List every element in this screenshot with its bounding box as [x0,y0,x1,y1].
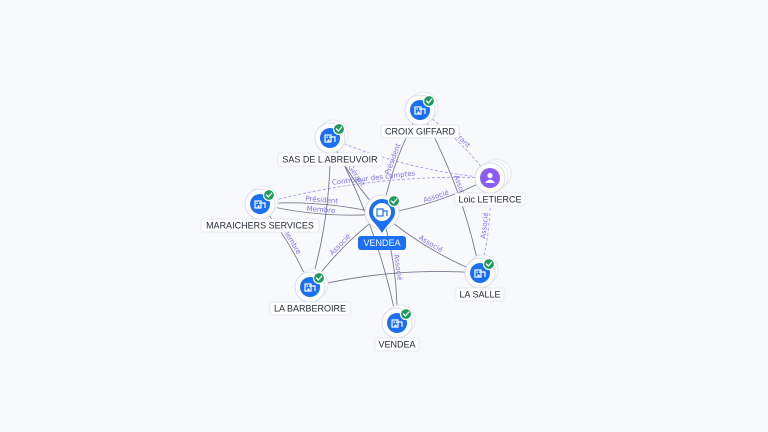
node-label: VENDEA [378,340,415,350]
building-icon [254,200,266,209]
node-label-box [277,152,383,167]
verified-badge-icon [482,257,496,271]
node-label-box [269,301,351,316]
edge-label: Associé [328,233,352,257]
person-icon [485,172,495,183]
graph-node-mara[interactable]: MARAICHERS SERVICES [200,185,320,233]
edge-label: Contrôleur des comptes [331,169,416,186]
graph-node-vendea2[interactable]: VENDEA [374,304,420,352]
building-icon [376,208,388,217]
node-label-box [454,192,526,207]
node-label-box [200,218,320,233]
graph-node-center[interactable]: VENDEA [358,194,406,250]
graph-node-loic[interactable]: Loic LETIERCE [454,158,526,207]
node-label-box [374,337,420,352]
verified-badge-icon [312,271,326,285]
verified-badge-icon [262,188,276,202]
building-icon [304,283,316,292]
node-label: LA SALLE [459,290,500,300]
graph-node-salle[interactable]: LA SALLE [455,254,505,302]
edge-label: Président [305,195,338,206]
graph-node-sas[interactable]: SAS DE L ABREUVOIR [277,119,383,167]
edge-label: Membre [306,205,335,215]
node-label: MARAICHERS SERVICES [206,221,314,231]
node-label-box [358,236,406,250]
node-label: LA BARBEROIRE [274,304,346,314]
edge-label: Associé [479,212,490,239]
node-label: Loic LETIERCE [458,195,521,205]
building-icon [414,106,426,115]
graph-node-barb[interactable]: LA BARBEROIRE [269,268,351,316]
node-label-box [455,287,505,302]
node-label-box [380,124,460,139]
verified-badge-icon [332,122,346,136]
edge-label: Associé [422,189,450,205]
building-icon [474,269,486,278]
node-label: CROIX GIFFARD [385,127,456,137]
node-label: VENDEA [363,238,400,248]
building-icon [324,134,336,143]
edge-sas-loic [329,137,491,179]
verified-badge-icon [422,94,436,108]
verified-badge-icon [387,194,401,208]
nodes-layer: VENDEA CROIX GIFFARD SAS DE L ABREUVOIR Loi… [200,91,526,352]
node-label: SAS DE L ABREUVOIR [282,155,378,165]
building-icon [391,319,403,328]
edge-label: Associé [392,254,404,281]
graph-node-croix[interactable]: CROIX GIFFARD [380,91,460,139]
edge-label: Associé [417,234,444,254]
edge-barb-salle [309,270,481,288]
verified-badge-icon [399,307,413,321]
edge-loic-mara [259,176,491,205]
